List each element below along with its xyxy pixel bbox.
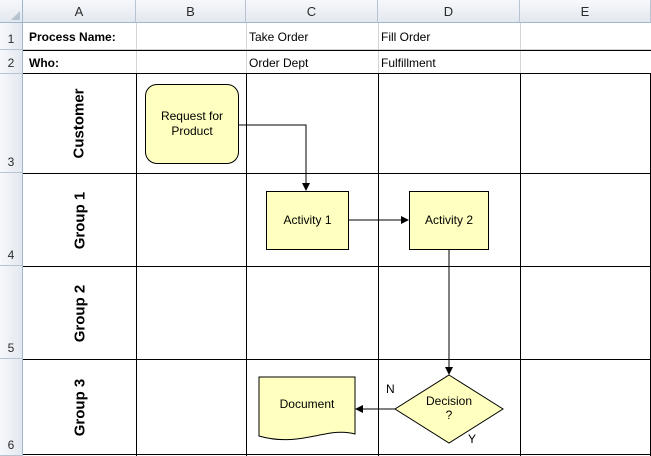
lane-border xyxy=(520,74,521,456)
lane-border xyxy=(23,454,651,455)
cell-border xyxy=(23,50,651,51)
process-fill-order[interactable]: Fill Order xyxy=(381,30,431,44)
lane-border xyxy=(136,74,137,456)
process-name-label[interactable]: Process Name: xyxy=(29,30,116,44)
who-fulfillment[interactable]: Fulfillment xyxy=(381,56,436,70)
row-header-3[interactable]: 3 xyxy=(0,74,23,173)
lane-border xyxy=(23,173,651,174)
decision-yes-label: Y xyxy=(468,432,477,446)
cell-border xyxy=(23,73,651,74)
column-header-a[interactable]: A xyxy=(23,0,136,23)
column-header-d[interactable]: D xyxy=(378,0,520,23)
who-label[interactable]: Who: xyxy=(29,56,59,70)
lane-border xyxy=(23,359,651,360)
row-header-5[interactable]: 5 xyxy=(0,266,23,359)
lane-border xyxy=(246,74,247,456)
row-header-2[interactable]: 2 xyxy=(0,50,23,74)
who-order-dept[interactable]: Order Dept xyxy=(249,56,309,70)
column-header-c[interactable]: C xyxy=(246,0,378,23)
request-for-product-shape[interactable]: Request for Product xyxy=(145,84,239,164)
activity-1-shape[interactable]: Activity 1 xyxy=(266,191,349,250)
connector-request-to-activity1 xyxy=(239,124,310,191)
gridline xyxy=(23,49,651,50)
lane-border xyxy=(378,74,379,456)
column-header-b[interactable]: B xyxy=(136,0,246,23)
row-header-1[interactable]: 1 xyxy=(0,23,23,50)
activity-2-shape[interactable]: Activity 2 xyxy=(409,191,489,250)
decision-no-label: N xyxy=(386,382,395,396)
decision-diamond xyxy=(394,374,504,444)
document-shape xyxy=(258,376,356,441)
decision-label[interactable]: Decision ? xyxy=(425,394,473,422)
process-take-order[interactable]: Take Order xyxy=(249,30,309,44)
document-label[interactable]: Document xyxy=(279,397,335,411)
lane-border xyxy=(23,266,651,267)
row-header-4[interactable]: 4 xyxy=(0,173,23,266)
select-all-corner[interactable] xyxy=(0,0,23,23)
